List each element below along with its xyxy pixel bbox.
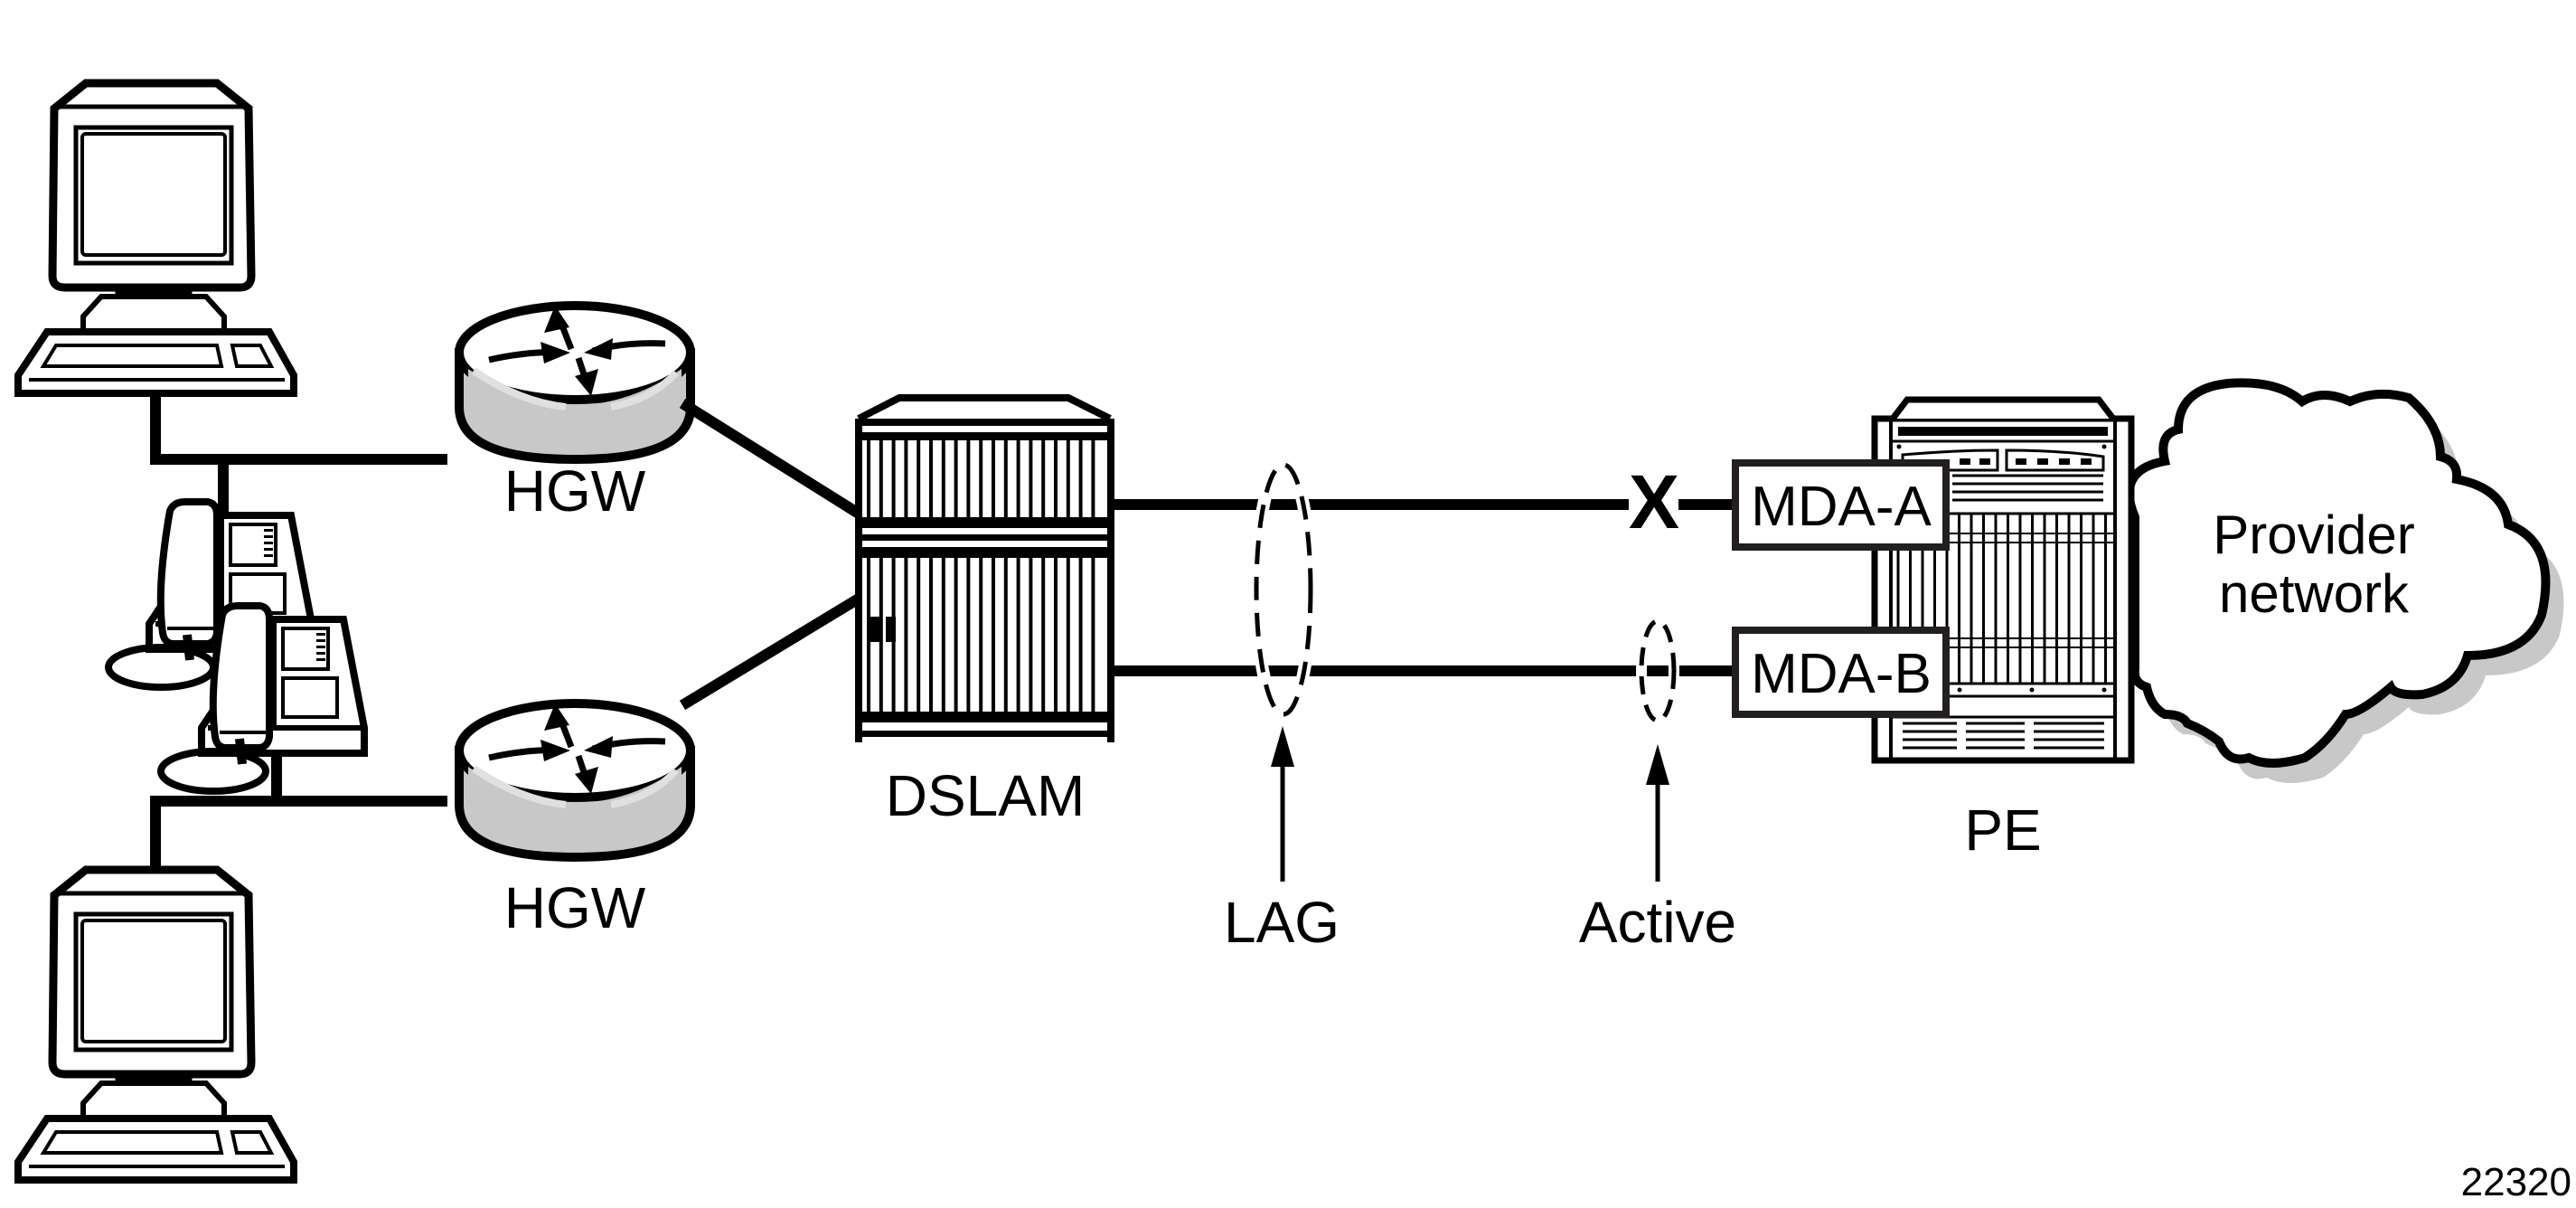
hgw-router-top bbox=[459, 306, 691, 459]
lan-wiring-bottom bbox=[150, 755, 447, 870]
failure-x-marker: X bbox=[1629, 459, 1679, 544]
mda-b-module: MDA-B bbox=[1732, 627, 1950, 718]
active-ellipse bbox=[1639, 618, 1677, 723]
lag-callout-arrow bbox=[1271, 726, 1294, 882]
active-callout-arrow bbox=[1646, 744, 1669, 882]
hgw-router-bottom bbox=[459, 703, 691, 857]
dslam-label: DSLAM bbox=[886, 763, 1086, 828]
cloud-label-line2: network bbox=[2219, 563, 2410, 624]
dslam-slots-lower bbox=[867, 558, 1095, 712]
cloud-label-line1: Provider bbox=[2213, 505, 2414, 565]
dslam-slots-upper bbox=[867, 440, 1095, 517]
link-hgw-bottom-dslam bbox=[679, 593, 862, 711]
mda-a-label: MDA-A bbox=[1751, 476, 1932, 538]
provider-cloud bbox=[2124, 378, 2564, 783]
lan-wiring-top bbox=[150, 393, 447, 517]
mda-b-label: MDA-B bbox=[1751, 643, 1932, 705]
computer-top bbox=[18, 83, 294, 393]
dslam-rack bbox=[855, 394, 1114, 742]
pe-label: PE bbox=[1964, 797, 2041, 863]
mda-a-module: MDA-A bbox=[1732, 459, 1950, 551]
figure-id: 22320 bbox=[2461, 1160, 2571, 1204]
computer-bottom bbox=[18, 870, 294, 1180]
link-hgw-top-dslam bbox=[679, 398, 862, 519]
lag-ellipse bbox=[1254, 462, 1313, 717]
hgw-bottom-label: HGW bbox=[504, 875, 646, 940]
hgw-top-label: HGW bbox=[504, 458, 646, 524]
active-label: Active bbox=[1579, 890, 1736, 955]
lag-label: LAG bbox=[1224, 890, 1340, 955]
